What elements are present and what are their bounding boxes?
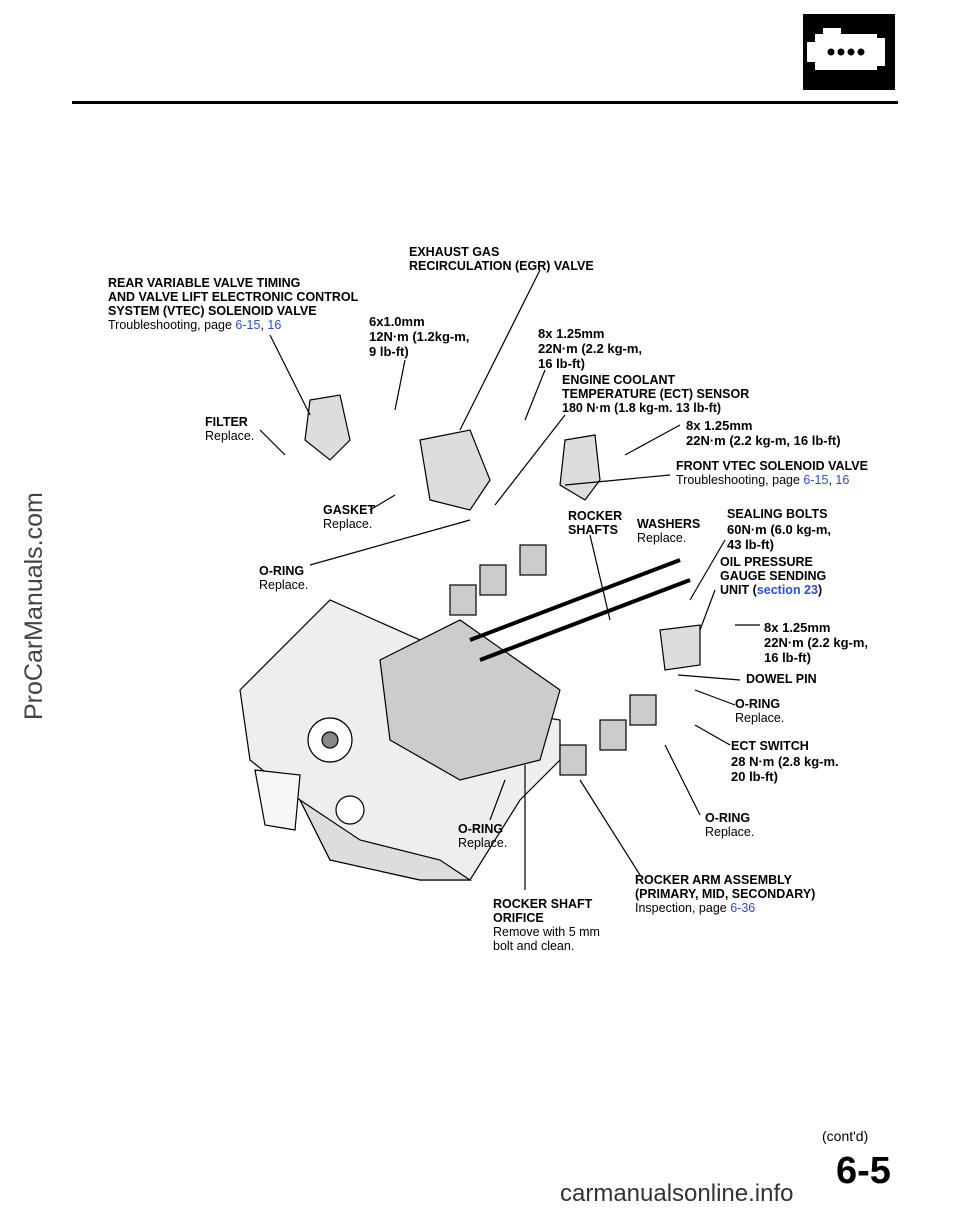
oil-pan bbox=[298, 798, 472, 881]
link-section-23[interactable]: section 23 bbox=[756, 583, 818, 597]
label-rear-vtec: REAR VARIABLE VALVE TIMING AND VALVE LIF… bbox=[108, 276, 359, 332]
front-vtec-solenoid bbox=[559, 434, 601, 501]
link-6-15b[interactable]: 6-15 bbox=[803, 473, 829, 487]
oil-pressure-unit bbox=[659, 624, 701, 671]
page-number: 6-5 bbox=[836, 1150, 891, 1192]
rocker-arm-6 bbox=[629, 694, 657, 726]
label-dowel-pin: DOWEL PIN bbox=[746, 672, 817, 686]
rocker-arm-1 bbox=[449, 584, 477, 616]
link-16b[interactable]: 16 bbox=[835, 473, 850, 487]
rocker-arm-2 bbox=[479, 564, 507, 596]
label-rocker-arm: ROCKER ARM ASSEMBLY (PRIMARY, MID, SECON… bbox=[635, 873, 816, 915]
side-watermark: ProCarManuals.com bbox=[20, 492, 48, 720]
label-front-vtec: FRONT VTEC SOLENOID VALVE Troubleshootin… bbox=[676, 459, 868, 487]
link-6-36[interactable]: 6-36 bbox=[730, 901, 756, 915]
mount-bracket bbox=[254, 769, 301, 831]
link-16[interactable]: 16 bbox=[267, 318, 282, 332]
link-6-15[interactable]: 6-15 bbox=[235, 318, 261, 332]
contd: (cont'd) bbox=[822, 1128, 869, 1144]
egr-valve bbox=[419, 429, 491, 511]
label-orifice: ROCKER SHAFT ORIFICE Remove with 5 mm bo… bbox=[493, 897, 600, 953]
rear-vtec-solenoid bbox=[304, 394, 351, 461]
header-rule bbox=[72, 101, 898, 104]
pump bbox=[335, 795, 365, 825]
engine-icon bbox=[803, 14, 895, 90]
cylinder-head bbox=[379, 619, 561, 781]
rocker-arm-4 bbox=[559, 744, 587, 776]
rocker-arm-3 bbox=[519, 544, 547, 576]
rocker-arm-5 bbox=[599, 719, 627, 751]
footer-watermark: carmanualsonline.info bbox=[560, 1180, 794, 1207]
